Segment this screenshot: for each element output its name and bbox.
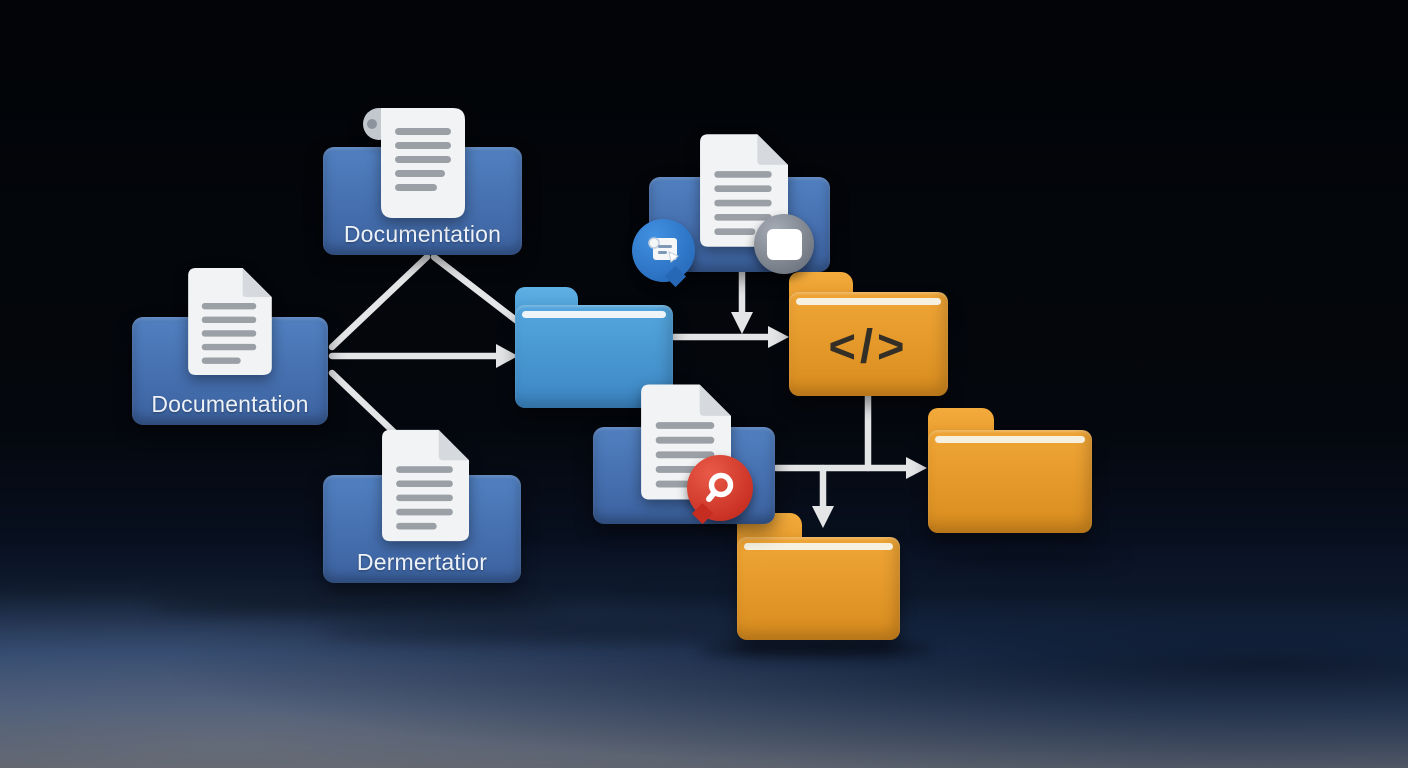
- floor-shade: [0, 538, 1408, 768]
- code-glyph: </>: [828, 319, 909, 373]
- subtitle-list-icon: [766, 228, 802, 260]
- page-document-icon: [382, 429, 469, 542]
- line-top-to-left: [328, 253, 431, 351]
- arrowhead-right-icon: [906, 457, 927, 479]
- search-badge: [687, 455, 753, 521]
- arrowhead-right-icon: [768, 326, 789, 348]
- scroll-note-icon: [647, 237, 679, 263]
- floor-shadow-streak: [700, 642, 935, 656]
- orange-bottom-folder: [737, 513, 900, 640]
- scroll-note-badge: [632, 219, 695, 282]
- orange-right-folder: [928, 408, 1092, 533]
- folder-stripe: [796, 298, 941, 305]
- search-icon: [706, 472, 734, 502]
- folder-stripe: [935, 436, 1085, 443]
- floor-shadow-streak: [150, 596, 560, 614]
- doc-bottom-label: Dermertatior: [356, 549, 488, 575]
- doc-top-label: Documentation: [343, 221, 502, 247]
- floor-gradient: [0, 538, 1408, 768]
- floor-shadow-streak: [928, 554, 1123, 566]
- page-document-icon: [188, 268, 272, 375]
- subtitle-list-badge: [754, 214, 814, 274]
- folder-stripe: [522, 311, 666, 318]
- folder-body: </>: [789, 292, 948, 396]
- arrowhead-down-icon: [731, 312, 753, 334]
- folder-body: [737, 537, 900, 640]
- folder-stripe: [744, 543, 893, 550]
- code-folder: </>: [789, 272, 948, 396]
- floor-shadow-streak: [320, 622, 760, 640]
- arrowhead-right-icon: [496, 344, 518, 368]
- doc-left-label: Documentation: [151, 391, 309, 417]
- line-left-to-bottom: [328, 369, 401, 439]
- arrowhead-down-icon: [812, 506, 834, 528]
- folder-body: [928, 430, 1092, 533]
- scroll-document-icon: [363, 108, 465, 218]
